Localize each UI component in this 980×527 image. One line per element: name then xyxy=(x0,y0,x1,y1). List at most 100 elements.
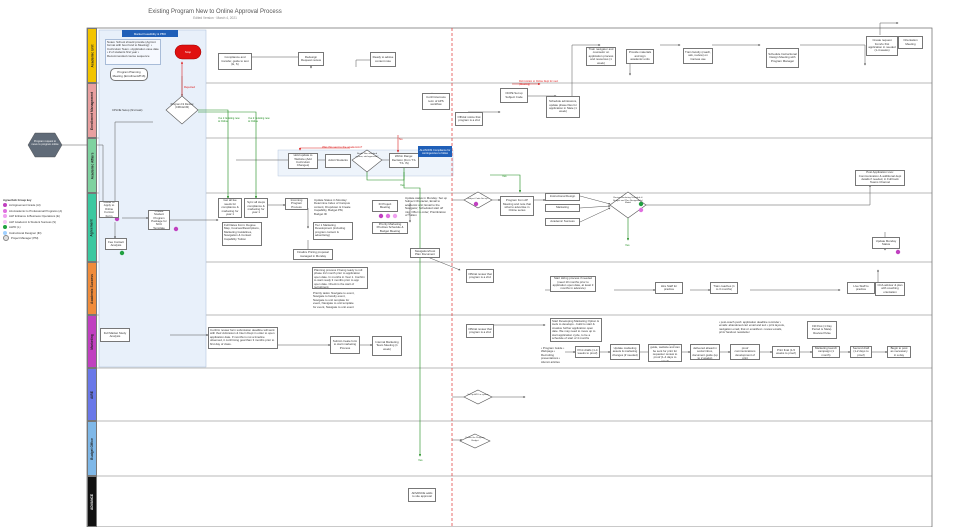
full-dates-node[interactable]: Full Dates Form: Degree Map, Courses/Des… xyxy=(222,222,262,246)
yes-label-2: Yes xyxy=(502,174,507,178)
legend: Agree/Ack Group key Ad Agreement Grade (… xyxy=(3,197,83,242)
set-up-aire-diamond xyxy=(463,389,493,405)
train-faculty-node[interactable]: Train faculty (coach, ask, review) on Ca… xyxy=(683,48,713,64)
proof-release-node[interactable]: Proof release from delivered ahead in so… xyxy=(690,344,720,360)
priority-tasks-node[interactable]: Priority tasks: Navigate to event, Navig… xyxy=(313,291,355,309)
agree-dot xyxy=(378,213,384,219)
market-feasibility-button[interactable]: Market Feasibility & PBO xyxy=(122,30,178,37)
lane-label-academic-success: Academic Success xyxy=(87,262,97,315)
compliance-request-node[interactable]: Compliance and transfer, guide to test (… xyxy=(218,53,252,70)
get-fee-form-node[interactable]: Get all fee needs for compliance & marke… xyxy=(218,198,242,218)
agree-dot xyxy=(638,201,644,207)
define-budget-label: Define the Program Budget xyxy=(465,437,485,442)
legend-item: Instructional Designer (ID) xyxy=(3,230,83,236)
yes-label: Yes xyxy=(400,183,405,187)
hold-update-node[interactable]: Hold update to Website (Add Curriculum C… xyxy=(288,153,318,169)
yes-rf1-label: Yes 1: Existing new to Online xyxy=(218,117,240,123)
print-proof-node[interactable]: Print credit and proof communications de… xyxy=(730,344,760,360)
advance-approval-node[interactable]: ADVANCE adds to site approval xyxy=(408,488,436,502)
legend-item: Project Manager (PM) xyxy=(3,235,83,242)
train-coaches-node[interactable]: Train coaches (1 to 3 months) xyxy=(710,282,738,294)
update-marketing-node[interactable]: Update marketing assets & marketing chan… xyxy=(610,344,640,360)
marketing-rollout-node[interactable]: Marketing launch campaign (1 month) xyxy=(812,346,840,358)
lane-label-academic-unit: Academic Unit xyxy=(87,28,97,83)
start-sending-node[interactable]: Start Hiring process if needed (need 10 … xyxy=(550,276,596,292)
official-review-node[interactable]: Official review that program is a 2nd xyxy=(466,324,494,338)
train-navigator-node[interactable]: Train navigator and counselor on applica… xyxy=(586,47,616,66)
tier-marketing-node[interactable]: Tier 1 Marketing Development (including … xyxy=(313,222,353,240)
confirm-terms-node[interactable]: Confirm/ensure term of APS workflow xyxy=(422,93,450,110)
notify-ellison-button[interactable]: ALLISONS Compliance for contingencies to… xyxy=(418,146,452,157)
program-fit-label: Program Fit Review (CRD-ECM) xyxy=(170,103,194,109)
begin-post-node[interactable]: Begin to post as necessary in a day xyxy=(887,346,911,358)
orientation-node[interactable]: Orientation Meeting xyxy=(898,36,923,49)
create-student-node[interactable]: Create Student Program Package for NCU T… xyxy=(148,210,170,230)
finalize-pricing-node[interactable]: Finalize Pricing proposal managed in Mon… xyxy=(293,249,333,260)
priority-marketing-node[interactable]: Priority Marketing Priorities Schedule &… xyxy=(372,222,408,234)
lane-label-academic-affairs: Academic Affairs xyxy=(87,138,97,193)
start-developing-node[interactable]: Start Developing Marketing Option & tool… xyxy=(550,318,602,342)
hire-staff-node[interactable]: Hire Staff for practice xyxy=(655,282,683,294)
legend-item: Ad Agreement Grade (AI) xyxy=(3,203,83,209)
live-staff-node[interactable]: Live Staff to practice xyxy=(847,282,875,294)
agree-dot xyxy=(385,213,391,219)
submit-create-node[interactable]: Submit create form to start marketing Pr… xyxy=(330,336,360,354)
schedule-admissions-node[interactable]: Schedule admissions, update phase files … xyxy=(546,96,580,118)
second-draft-node[interactable]: Second draft (1-2 days to proof) xyxy=(850,346,872,358)
stop-terminator xyxy=(174,44,202,60)
academic-success-task-node[interactable]: Academic Success xyxy=(545,218,580,226)
fill-post-node[interactable]: Fill Post (1 Day Period is Slate). Revie… xyxy=(807,321,837,339)
fee-contact-node[interactable]: Fee Contact Analysis xyxy=(105,238,127,250)
legend-item: ALP Academic & Student Success (S) xyxy=(3,219,83,225)
was-sent-note: Was this sent to the academics? xyxy=(322,145,363,149)
print-drafts-node[interactable]: Print drafts (1-4 weeks to proof) xyxy=(575,346,600,358)
schedule-design-node[interactable]: Schedule Instructional Design Meeting wi… xyxy=(766,48,799,68)
program-planning-node[interactable]: Program Planning Meeting (Enrollment/P16… xyxy=(110,68,148,81)
full-marketing-node[interactable]: Full Market Study Analysis xyxy=(100,328,130,342)
rsvp-contact-node[interactable]: Ready to advise content note xyxy=(370,52,396,67)
feasibility-region xyxy=(98,29,207,368)
yes-rf2-label: Yes 2: Existing new to Online xyxy=(248,117,270,123)
update-status-node[interactable]: Update Status in Monday: Determine Index… xyxy=(314,198,351,216)
admit-students-node[interactable]: Admit Students xyxy=(325,154,351,168)
official-notice-node[interactable]: Official notice that program is a 2nd xyxy=(455,112,483,126)
navigation-cost-node[interactable]: Navigation/Cost Plan Document xyxy=(410,248,440,258)
planning-process-node[interactable]: Planning process if being ready to roll … xyxy=(312,267,368,289)
notify-dept-note: Did it Action or Online Dept for next (C… xyxy=(519,80,559,86)
lane-label-enrollment: Enrollment Management xyxy=(87,83,97,138)
marketing-task-node[interactable]: Marketing xyxy=(545,204,580,212)
define-budget-diamond xyxy=(459,433,491,449)
guide-online-node[interactable]: Guide to Apply to Online Format Form xyxy=(99,201,119,218)
within-range-node[interactable]: Within Range: Decision (from T.S. T.S. I… xyxy=(389,153,419,168)
provide-materials-node[interactable]: Provide materials and sign academic unit… xyxy=(626,49,654,64)
second-drafts-node[interactable]: Second drafts program guide, website and… xyxy=(648,344,682,362)
update-status2-node[interactable]: Update status in Monday: Set up Subject … xyxy=(405,196,447,218)
official-review-top-node[interactable]: Official review that program is a 2nd xyxy=(466,269,494,283)
ocpe-setup-node[interactable]: OCPE Set up Subject Code xyxy=(500,88,528,103)
lane-label-advance: ADVANCE xyxy=(87,476,97,527)
program-guide-node[interactable]: • Program Guide • Webpage • Recruiting p… xyxy=(541,346,565,364)
legend-item: AA Academic to Professional Programs (A) xyxy=(3,208,83,214)
cca-advisor-node[interactable]: CCA advisor & plan with coaching orienta… xyxy=(875,282,905,296)
create-request-node[interactable]: Create request from/to first application… xyxy=(866,36,898,56)
stop-label: Stop xyxy=(184,50,192,54)
feasibility-notes: Notes: School should provide (Agrmnt for… xyxy=(105,39,161,65)
redesign-node[interactable]: Redesign Request review xyxy=(298,52,324,66)
print-final-node[interactable]: Print final (1-5 weeks to proof) xyxy=(772,346,800,358)
start-label: Program request to move to program onlin… xyxy=(31,140,59,146)
post-application-node[interactable]: Post Application Live: Communication & a… xyxy=(855,170,905,186)
update-monday-node[interactable]: Update Monday Status xyxy=(872,237,900,249)
review-marketing-label: Review Marketing Schedule & Budget and P… xyxy=(613,197,643,204)
sync-meta-node[interactable]: Sync all steps compliance & marketing fo… xyxy=(244,198,268,218)
id-project-node[interactable]: ID Project Meeting xyxy=(372,200,398,212)
program-from-ap-node[interactable]: Program from AP Meeting and note that wh… xyxy=(500,196,534,216)
confirm-review-node[interactable]: Confirm review form submission deadline … xyxy=(208,327,278,349)
agree-dot xyxy=(173,226,179,232)
agree-dot xyxy=(895,249,901,255)
set-up-aire-label: Set up APU in system xyxy=(467,394,489,396)
agree-dot xyxy=(392,213,398,219)
instructional-design-node[interactable]: Instructional Design xyxy=(545,193,580,201)
internal-marketing-node[interactable]: Internal Marketing Team Meeting (1 week) xyxy=(372,336,402,356)
incoming-process-node[interactable]: Incoming Program Process xyxy=(285,198,308,210)
needs-review-diamond xyxy=(351,149,383,173)
